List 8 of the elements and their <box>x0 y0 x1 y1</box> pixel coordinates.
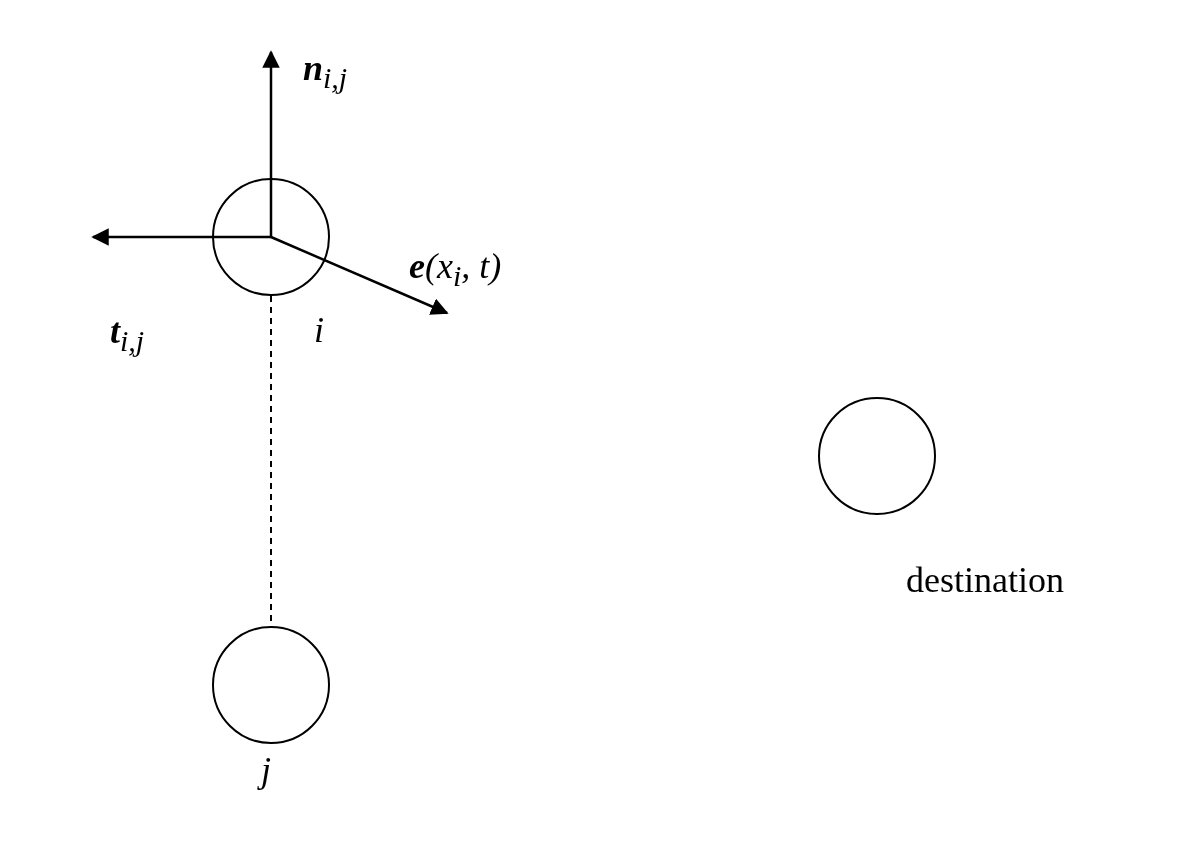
circle-node <box>212 178 330 296</box>
node-caption: i <box>314 312 324 348</box>
node-caption: destination <box>906 562 1064 598</box>
circle-node <box>818 397 936 515</box>
circle-node <box>212 626 330 744</box>
vector-label: e(x$_{i}$, t) <box>409 248 502 292</box>
vector-label: t$_{i,j}$ <box>110 313 145 357</box>
vector-label: n$_{i,j}$ <box>303 50 348 94</box>
